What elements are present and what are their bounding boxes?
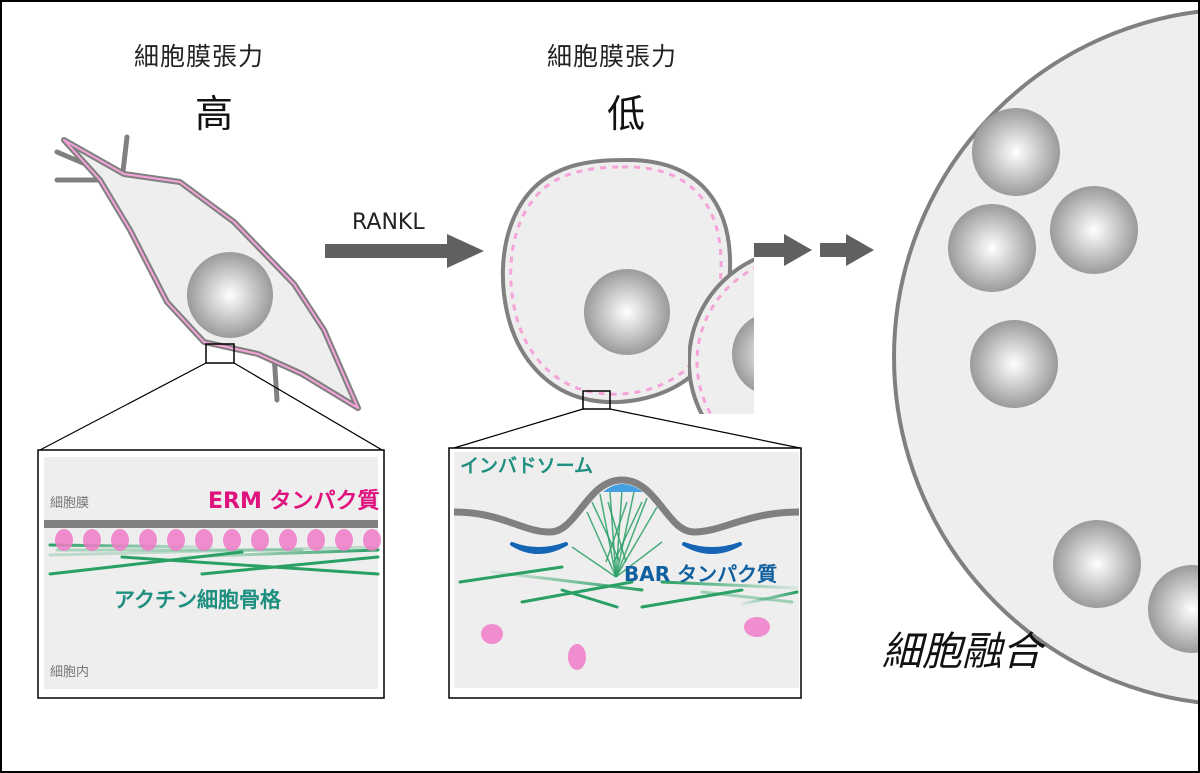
membrane-tension-label: 細胞膜張力 <box>547 42 678 71</box>
rankl-label: RANKL <box>352 210 425 235</box>
low-tension-cell <box>453 157 801 449</box>
spindle-cell-membrane-pink <box>63 139 359 409</box>
zoom-box-high-tension <box>37 449 385 699</box>
actin-cytoskeleton <box>48 543 380 576</box>
nucleus <box>970 320 1058 408</box>
invadosome-label: インバドソーム <box>460 455 594 477</box>
actin-filaments <box>458 565 799 609</box>
curved-membrane <box>454 476 799 536</box>
erm-protein-dots <box>55 529 381 551</box>
erm-protein-label: ERM タンパク質 <box>208 489 380 514</box>
progression-arrows <box>754 234 874 266</box>
zoom-line-right <box>233 362 383 451</box>
membrane-small-label: 細胞膜 <box>50 496 90 511</box>
membrane-tension-label: 細胞膜張力 <box>134 42 265 71</box>
cell-fusion-label: 細胞融合 <box>882 629 1042 675</box>
flat-membrane <box>44 520 378 528</box>
neighbor-cell <box>688 257 754 414</box>
nucleus <box>187 252 273 338</box>
tension-level-low: 低 <box>607 92 646 136</box>
zoom-line-left <box>453 408 584 449</box>
rankl-arrow <box>325 234 484 268</box>
zoom-line-left <box>39 362 207 451</box>
nucleus <box>584 269 670 355</box>
nucleus <box>1053 520 1141 608</box>
actin-cytoskeleton-label: アクチン細胞骨格 <box>114 588 281 612</box>
bar-protein-left <box>510 542 568 554</box>
nucleus <box>1050 186 1138 274</box>
high-tension-cell <box>39 134 383 451</box>
actin-bundle-invadosome <box>571 489 663 578</box>
cytoplasm-small-label: 細胞内 <box>50 665 90 680</box>
nucleus <box>972 108 1060 196</box>
bar-protein-bump-light <box>603 484 643 492</box>
fused-cell <box>892 9 1198 705</box>
zoom-line-right <box>609 408 801 449</box>
round-cell-membrane-pink <box>509 165 723 396</box>
tension-level-high: 高 <box>195 92 234 136</box>
nucleus <box>1148 565 1198 653</box>
bar-protein-right <box>682 542 742 554</box>
nucleus <box>948 204 1036 292</box>
zoom-region-marker <box>582 390 611 410</box>
zoom-region-marker <box>205 343 235 364</box>
zoom-box-low-tension <box>448 447 802 699</box>
cytoplasm-pink-blobs <box>481 617 770 670</box>
bar-protein-label: BAR タンパク質 <box>624 562 778 586</box>
